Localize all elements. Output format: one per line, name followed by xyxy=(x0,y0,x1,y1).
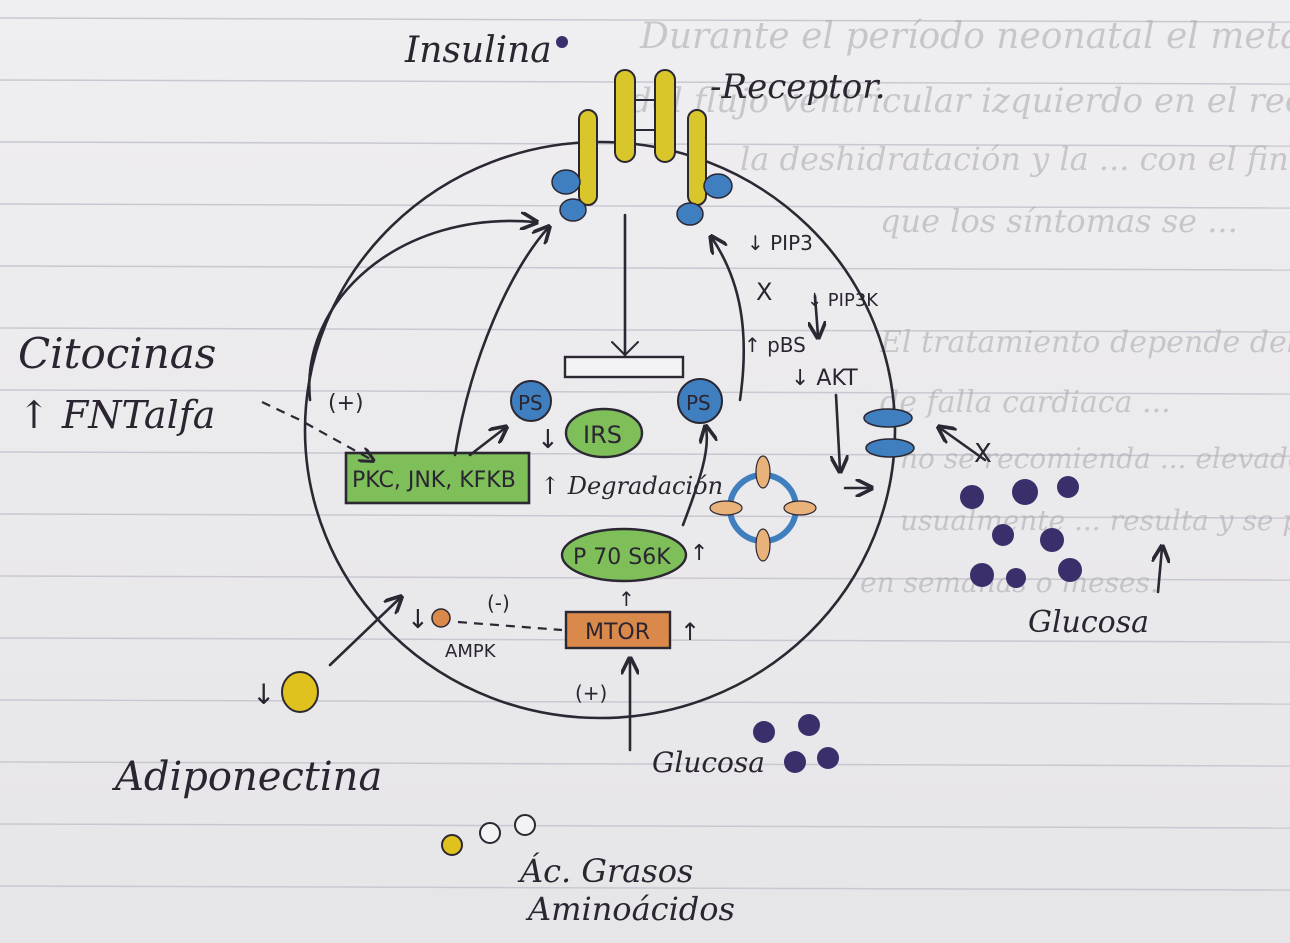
membrane-glut-icon xyxy=(864,409,912,427)
pip3k-label: ↓ PIP3K xyxy=(807,290,879,311)
ps-left-label: PS xyxy=(518,391,543,415)
receptor-subunit xyxy=(579,110,597,205)
arrow-head xyxy=(612,342,625,355)
bleed-line: Durante el período neonatal el metabolis… xyxy=(639,16,1290,57)
amino-acid-icon xyxy=(480,823,500,843)
bleed-line: la deshidratación y la ... con el fin de… xyxy=(740,140,1290,178)
akt-down-arrow xyxy=(836,395,840,470)
ps-phospho-icon xyxy=(560,199,586,221)
glucose-molecule-icon xyxy=(1058,558,1082,582)
glut4-transporter-icon xyxy=(756,456,770,488)
glucose-molecule-icon xyxy=(992,524,1014,546)
glucose-plus-label: (+) xyxy=(575,681,607,705)
insulin-molecule-icon xyxy=(556,36,568,48)
glucose-molecule-icon xyxy=(1006,568,1026,588)
receptor-label: -Receptor. xyxy=(710,67,886,107)
pbs-label: ↑ pBS xyxy=(744,333,806,357)
ampk-dot-icon xyxy=(432,609,450,627)
glut4-transporter-icon xyxy=(710,501,742,515)
bleed-line: no se recomienda ... elevado xyxy=(900,442,1290,475)
akt-label: ↓ AKT xyxy=(791,366,858,391)
glucose-bottom-label: Glucosa xyxy=(652,746,765,779)
inhibition-bar xyxy=(565,357,683,377)
pkc-jnk-label: PKC, JNK, KFKB xyxy=(352,468,516,493)
glucose-molecule-icon xyxy=(753,721,775,743)
ampk-inhibits-mtor xyxy=(458,622,562,630)
irs-label: IRS xyxy=(583,421,622,449)
glucose-right-label: Glucosa xyxy=(1028,605,1149,640)
bleed-line: El tratamiento depende del cuadro clínic… xyxy=(879,325,1290,360)
ampk-minus-label: (-) xyxy=(487,591,510,615)
ruling-line xyxy=(0,824,1290,828)
glucose-molecule-icon xyxy=(1057,476,1079,498)
arrow-head xyxy=(625,342,638,355)
ruling-line xyxy=(0,266,1290,270)
receptor-subunit xyxy=(615,70,635,162)
glucose-molecule-icon xyxy=(1040,528,1064,552)
ruling-line xyxy=(0,700,1290,704)
mtor-label: MTOR xyxy=(585,620,650,645)
glucose-molecule-icon xyxy=(784,751,806,773)
bleed-line: usualmente ... resulta y se puede resolv… xyxy=(900,504,1290,537)
glut4-transporter-icon xyxy=(784,501,816,515)
insulin-label: Insulina xyxy=(404,30,552,71)
tnf-alpha-label: ↑ FNTalfa xyxy=(18,393,215,437)
fatty-acids-label: Ác. Grasos xyxy=(517,852,693,890)
mtor-up-arrow: ↑ xyxy=(680,618,700,646)
bleed-line: que los síntomas se ... xyxy=(880,202,1238,240)
ps-phospho-icon xyxy=(677,203,703,225)
glucose-molecule-icon xyxy=(817,747,839,769)
cytokine-to-receptor-arrow xyxy=(309,221,535,400)
cytokines-label: Citocinas xyxy=(18,329,216,378)
amino-acid-icon xyxy=(515,815,535,835)
cytokine-plus-label: (+) xyxy=(328,391,364,416)
adiponectin-icon xyxy=(282,672,318,712)
p70s6k-up-arrow: ↑ xyxy=(690,541,708,566)
glucose-molecule-icon xyxy=(1012,479,1038,505)
receptor-subunit xyxy=(655,70,675,162)
pkc-to-ps-arrow xyxy=(470,428,505,455)
ps-phospho-icon xyxy=(552,170,580,194)
fatty-acid-icon xyxy=(442,835,462,855)
membrane-glut-icon xyxy=(866,439,914,457)
bleed-line: de falla cardiaca ... xyxy=(880,385,1171,420)
glut4-transporter-icon xyxy=(756,529,770,561)
ampk-down-arrow: ↓ xyxy=(407,605,429,635)
glucose-molecule-icon xyxy=(970,563,994,587)
p70s6k-label: P 70 S6K xyxy=(573,545,671,570)
ps-right-label: PS xyxy=(686,391,711,415)
adiponectin-label: Adiponectina xyxy=(111,754,382,800)
irs-down-arrow: ↓ xyxy=(537,425,559,455)
amino-acids-label: Aminoácidos xyxy=(525,890,735,928)
glucose-molecule-icon xyxy=(798,714,820,736)
mtor-to-p70-arrow: ↑ xyxy=(618,587,635,611)
ps-to-receptor-arrow xyxy=(712,238,744,400)
pip3-x-mark: X xyxy=(756,278,772,306)
ps-phospho-icon xyxy=(704,174,732,198)
adiponectin-down-arrow: ↓ xyxy=(252,678,275,711)
pip3-label: ↓ PIP3 xyxy=(747,231,813,255)
ampk-label: AMPK xyxy=(445,641,497,662)
glucose-molecule-icon xyxy=(960,485,984,509)
receptor-subunit xyxy=(688,110,706,205)
